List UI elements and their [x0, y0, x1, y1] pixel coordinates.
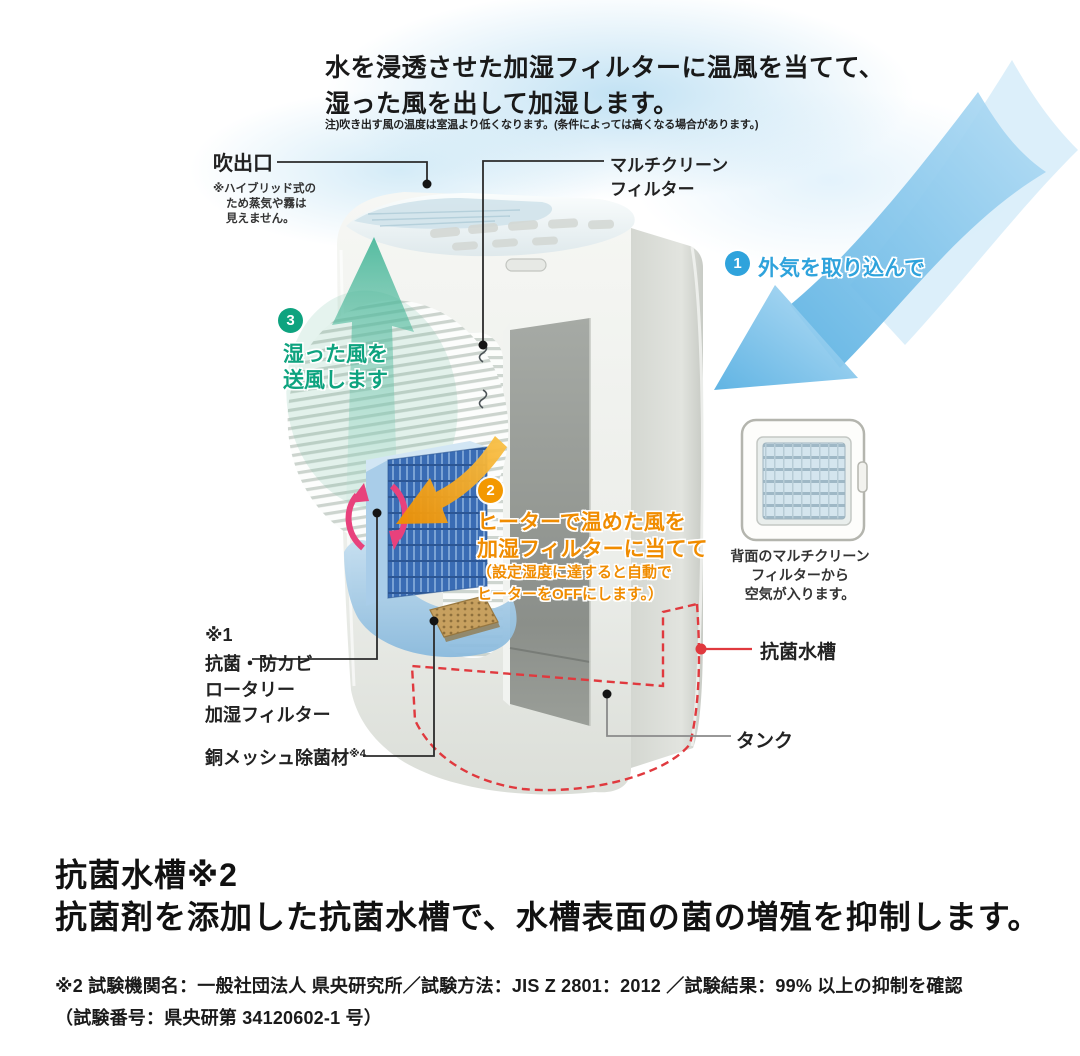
label-copper-mesh-note: ※4	[349, 748, 366, 760]
rear-filter-inset	[740, 418, 868, 542]
label-antibacterial-tank: 抗菌水槽	[760, 642, 837, 663]
front-latch	[505, 258, 547, 272]
top-outlet-vent	[354, 198, 553, 229]
rear-caption-line-2: フィルターから	[751, 567, 849, 583]
step-2-line-1: ヒーターで温めた風を	[477, 511, 686, 534]
rear-filter-caption: 背面のマルチクリーン フィルターから 空気が入ります。	[712, 547, 888, 604]
recessed-panel	[510, 318, 590, 726]
label-rotary-3: ロータリー	[205, 680, 295, 700]
label-multiclean-2: フィルター	[610, 180, 695, 199]
label-outlet-note-1: ※ハイブリッド式の	[213, 183, 316, 195]
bottom-body: 抗菌剤を添加した抗菌水槽で、水槽表面の菌の増殖を抑制します。	[55, 899, 1041, 935]
bottom-footnote-2: （試験番号：県央研第 34120602-1 号）	[55, 1008, 382, 1028]
label-outlet: 吹出口	[213, 153, 273, 175]
rear-caption-line-3: 空気が入ります。	[744, 586, 856, 602]
step-1-badge: 1	[725, 251, 750, 276]
label-rotary-1: ※1	[205, 625, 233, 645]
header-line-1: 水を浸透させた加湿フィルターに温風を当てて、	[325, 54, 885, 82]
label-rotary-2: 抗菌・防カビ	[205, 654, 313, 674]
step-2-badge: 2	[478, 478, 503, 503]
intake-air-arrow-icon	[714, 60, 1078, 390]
rotary-humidify-filter	[366, 441, 488, 606]
leader-lines	[252, 160, 731, 757]
tank-outline	[410, 602, 701, 792]
step-2-sub-1: （設定湿度に達すると自動で	[477, 564, 673, 581]
antibacterial-tank-leader	[695, 643, 752, 655]
step-3-badge: 3	[278, 308, 303, 333]
label-multiclean-1: マルチクリーン	[610, 156, 729, 175]
step-1-label: 外気を取り込んで	[758, 257, 925, 280]
step-3-line-1: 湿った風を	[283, 343, 388, 366]
rotation-arrows-icon	[345, 483, 408, 551]
bottom-heading: 抗菌水槽※2	[55, 857, 238, 893]
bottom-footnote-1: ※2 試験機関名：一般社団法人 県央研究所／試験方法：JIS Z 2801：20…	[55, 976, 963, 996]
leader-dots	[372, 179, 612, 699]
label-rotary-4: 加湿フィルター	[205, 705, 331, 725]
label-tank: タンク	[736, 731, 794, 752]
exhaust-air-arrow-icon	[332, 237, 414, 512]
label-outlet-note-3: 見えません。	[226, 213, 295, 225]
header-note: 注)吹き出す風の温度は室温より低くなります。(条件によっては高くなる場合がありま…	[325, 119, 759, 131]
label-outlet-note-2: ため蒸気や霧は	[226, 198, 307, 210]
step-2-line-2: 加湿フィルターに当てて	[477, 538, 708, 561]
step-3-line-2: 送風します	[283, 369, 388, 392]
heated-air-arrow-icon	[396, 436, 507, 524]
label-copper-mesh-text: 銅メッシュ除菌材	[205, 748, 349, 768]
copper-mesh-plate	[429, 595, 500, 642]
header-line-2: 湿った風を出して加湿します。	[325, 90, 679, 118]
step-2-sub-2: ヒーターをOFFにします。）	[477, 586, 663, 603]
label-copper-mesh: 銅メッシュ除菌材※4	[205, 744, 366, 770]
rear-caption-line-1: 背面のマルチクリーン	[730, 548, 870, 564]
